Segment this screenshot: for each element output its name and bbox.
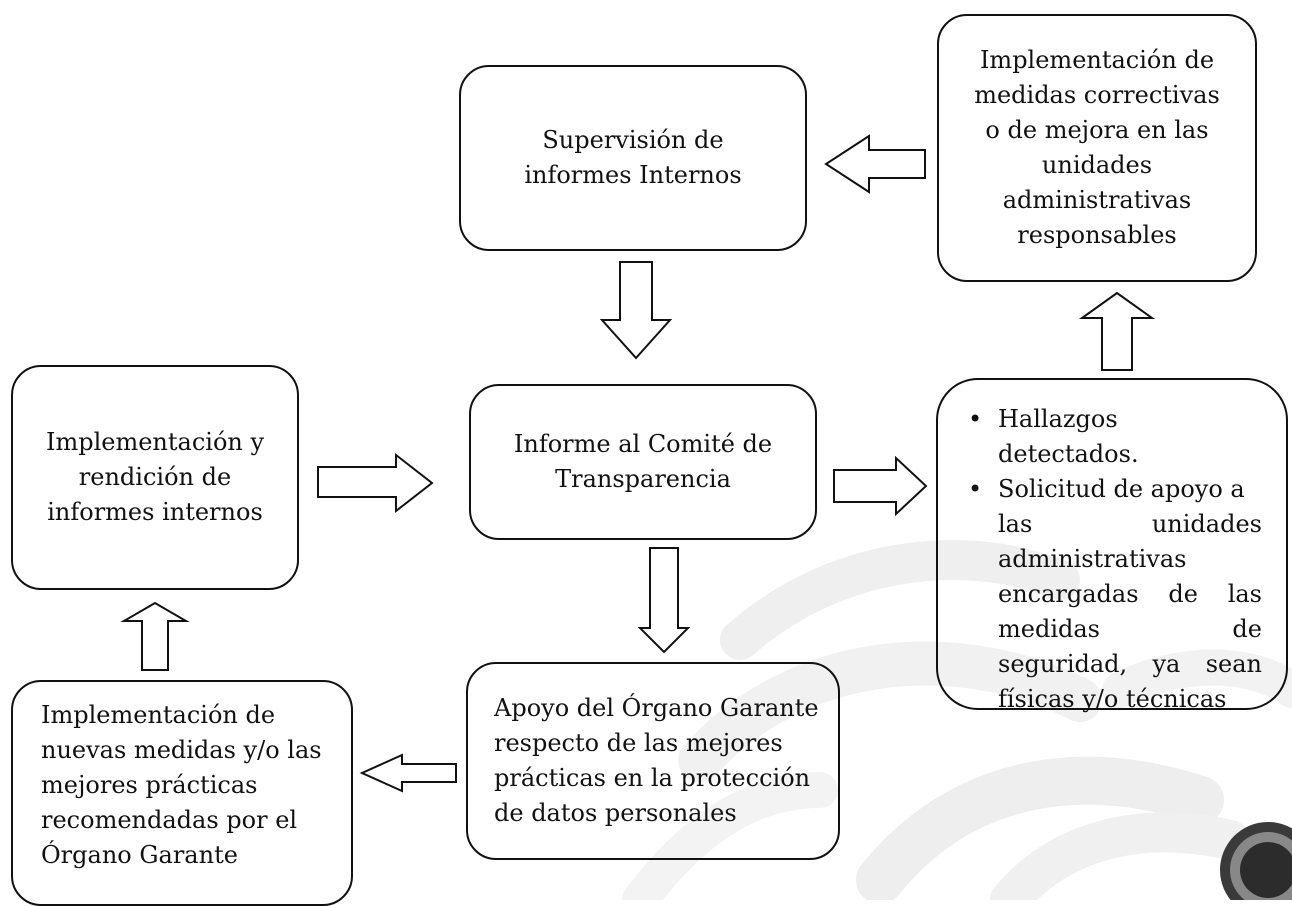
box-guarantor-support-text: Apoyo del Órgano Garante respecto de las… — [494, 694, 819, 827]
box-committee-report-text: Informe al Comité de Transparencia — [513, 430, 773, 493]
arrow-down-supervision-to-committee — [599, 261, 673, 360]
findings-word: unidades — [1151, 510, 1262, 538]
findings-item-2-line-4: encargadas de las — [998, 577, 1262, 612]
findings-item-2: Solicitud de apoyo a las unidades admini… — [968, 472, 1262, 717]
arrow-right-implementation-to-committee — [317, 452, 434, 514]
arrow-up-new-measures-to-implementation — [120, 601, 190, 671]
findings-list: Hallazgos detectados. Solicitud de apoyo… — [968, 402, 1262, 717]
arrow-down-committee-to-guarantor — [637, 547, 691, 654]
box-new-measures: Implementación de nuevas medidas y/o las… — [11, 680, 353, 906]
findings-item-2-line-1: Solicitud de apoyo a — [998, 475, 1245, 503]
findings-word: medidas — [998, 615, 1100, 643]
box-supervision-text: Supervisión de informes Internos — [524, 126, 742, 189]
findings-item-2-line-2: las unidades — [998, 507, 1262, 542]
box-corrective-measures: Implementación de medidas correctivas o … — [937, 14, 1257, 282]
findings-item-2-line-3: administrativas — [998, 545, 1187, 573]
findings-item-2-line-5: medidas de — [998, 612, 1262, 647]
findings-word: encargadas — [998, 580, 1139, 608]
box-guarantor-support: Apoyo del Órgano Garante respecto de las… — [466, 662, 840, 860]
findings-item-1: Hallazgos detectados. — [968, 402, 1262, 472]
findings-word: de — [1232, 615, 1262, 643]
findings-word: ya — [1152, 650, 1181, 678]
arrow-up-findings-to-corrective — [1078, 291, 1156, 371]
findings-word: seguridad, — [998, 650, 1128, 678]
findings-word: las — [998, 510, 1033, 538]
arrow-left-corrective-to-supervision — [824, 134, 926, 194]
arrow-right-committee-to-findings — [833, 455, 928, 517]
findings-item-1-text: Hallazgos detectados. — [998, 405, 1139, 468]
arrow-left-guarantor-to-new-measures — [359, 753, 457, 793]
box-new-measures-text: Implementación de nuevas medidas y/o las… — [41, 701, 322, 869]
findings-word: las — [1227, 580, 1262, 608]
box-findings: Hallazgos detectados. Solicitud de apoyo… — [936, 378, 1288, 713]
findings-word: sean — [1205, 650, 1262, 678]
findings-word: de — [1168, 580, 1198, 608]
box-corrective-measures-text: Implementación de medidas correctivas o … — [974, 46, 1220, 249]
box-implementation-reports: Implementación y rendición de informes i… — [11, 365, 299, 590]
findings-item-2-line-7: físicas y/o técnicas — [998, 685, 1227, 713]
box-committee-report: Informe al Comité de Transparencia — [469, 384, 817, 540]
box-supervision: Supervisión de informes Internos — [459, 65, 807, 251]
box-implementation-reports-text: Implementación y rendición de informes i… — [45, 428, 265, 526]
findings-item-2-line-6: seguridad, ya sean — [998, 647, 1262, 682]
